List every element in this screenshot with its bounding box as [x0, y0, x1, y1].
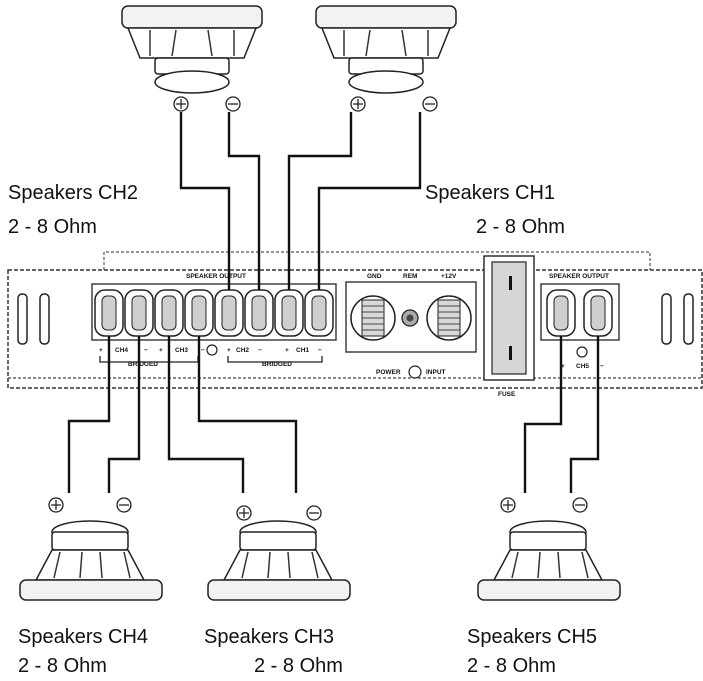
amplifier: SPEAKER OUTPUT + CH4 − + CH3 − + CH: [7, 251, 703, 398]
terminal-plus-icon: [236, 505, 252, 521]
plus12v-terminal: [426, 295, 472, 341]
terminal-plus-icon: [48, 497, 64, 513]
speakers-ch3-ohm: 2 - 8 Ohm: [254, 655, 343, 677]
power-led-icon: [408, 365, 422, 379]
speakers-ch2-ohm: 2 - 8 Ohm: [8, 216, 97, 238]
terminal-minus-icon: [116, 497, 132, 513]
ch2-label: CH2: [236, 347, 249, 354]
bridged-label-right: BRIDGED: [262, 361, 292, 368]
rem-terminal: [401, 309, 419, 327]
input-label: INPUT: [426, 369, 446, 376]
speakers-ch5-name: Speakers CH5: [467, 626, 597, 648]
fuse: FUSE: [483, 255, 535, 398]
speakers-ch4-ohm: 2 - 8 Ohm: [18, 655, 107, 677]
speaker-bottom-ch3: [207, 520, 351, 601]
terminal-plus-icon: [350, 96, 366, 112]
speaker-output-label-right: SPEAKER OUTPUT: [549, 273, 609, 280]
ch1-label: CH1: [296, 347, 309, 354]
ch4-minus: −: [144, 347, 148, 354]
rem-label: REM: [403, 273, 417, 280]
wires-top: [179, 112, 422, 290]
speaker-output-label-left: SPEAKER OUTPUT: [186, 273, 246, 280]
gnd-terminal: [350, 295, 396, 341]
ch1-minus: −: [318, 347, 322, 354]
ch4-label: CH4: [115, 347, 128, 354]
ch3-plus: +: [159, 347, 163, 354]
ch3-minus: −: [201, 347, 205, 354]
speaker-bottom-ch5: [477, 520, 621, 601]
speaker-top-right: [315, 5, 457, 94]
led-icon: [206, 344, 218, 356]
ch2-plus: +: [227, 347, 231, 354]
power-label: POWER: [376, 369, 401, 376]
terminal-minus-icon: [306, 505, 322, 521]
terminal-plus-icon: [500, 497, 516, 513]
speakers-ch2-name: Speakers CH2: [8, 182, 138, 204]
ch5-minus: −: [600, 363, 604, 370]
speakers-ch5-ohm: 2 - 8 Ohm: [467, 655, 556, 677]
plus12v-label: +12V: [441, 273, 457, 280]
wires-bottom: [67, 336, 600, 493]
terminal-minus-icon: [572, 497, 588, 513]
ch5-label: CH5: [576, 363, 589, 370]
ch5-plus: +: [561, 363, 565, 370]
terminal-plus-icon: [173, 96, 189, 112]
ch5-led-icon: [576, 346, 588, 358]
ch4-plus: +: [99, 347, 103, 354]
ch2-minus: −: [258, 347, 262, 354]
terminal-minus-icon: [422, 96, 438, 112]
bridged-label-left: BRIDGED: [128, 361, 158, 368]
terminal-minus-icon: [225, 96, 241, 112]
gnd-label: GND: [367, 273, 382, 280]
speaker-top-left: [121, 5, 263, 94]
speakers-ch4-name: Speakers CH4: [18, 626, 148, 648]
ch3-label: CH3: [175, 347, 188, 354]
fuse-label: FUSE: [498, 391, 516, 398]
speakers-ch1-name: Speakers CH1: [425, 182, 555, 204]
ch1-plus: +: [285, 347, 289, 354]
speakers-ch3-name: Speakers CH3: [204, 626, 334, 648]
speaker-bottom-ch4: [19, 520, 163, 601]
speakers-ch1-ohm: 2 - 8 Ohm: [476, 216, 565, 238]
